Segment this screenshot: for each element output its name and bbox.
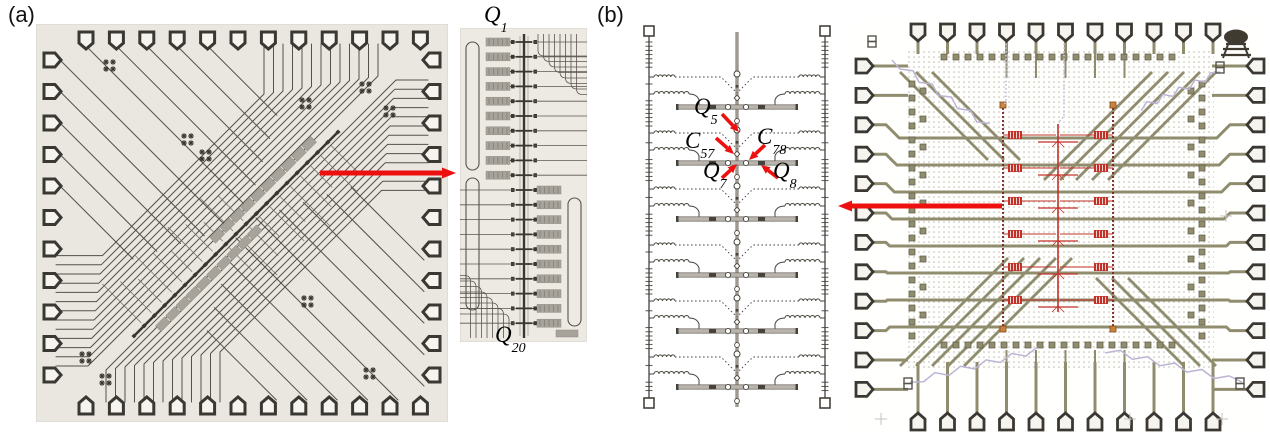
panel-a-chip-photo: [36, 24, 448, 422]
label-c78: C78: [757, 124, 787, 158]
inset-test-structures: [465, 41, 582, 338]
inset-fanout-wires: [460, 34, 587, 338]
label-q5: Q5: [694, 94, 718, 128]
foundry-logo-icon: [1221, 29, 1251, 59]
label-q1: Q1: [484, 2, 508, 36]
airbridge-meanders: [867, 35, 1245, 390]
panel-b-label: (b): [597, 2, 624, 27]
qubit-chain: [102, 129, 359, 339]
inset-qubit-column: [460, 34, 587, 338]
layout-inner-squares: [908, 53, 1206, 349]
panel-a-zoom-inset: [460, 28, 587, 342]
panel-a-label: (a): [8, 2, 35, 27]
label-q7: Q7: [703, 158, 727, 192]
layout-highlighted-chain: [999, 101, 1117, 333]
schematic-rails: [643, 25, 831, 409]
chain-resonators: [155, 136, 317, 332]
panel-b-circuit-schematic: [643, 25, 831, 409]
ground-plane-dots: [906, 50, 1214, 370]
crosshair-marks: [875, 210, 1232, 425]
label-q20: Q20: [495, 322, 526, 356]
schematic-qubit-rows: [649, 70, 825, 404]
photo-wiring-traces: [55, 43, 429, 403]
photo-bond-pads: [42, 30, 442, 416]
layout-bond-pads: [854, 22, 1266, 432]
label-c57: C57: [685, 128, 715, 162]
alignment-marks: [79, 59, 396, 386]
panel-b-chip-layout: [852, 20, 1268, 434]
label-q8: Q8: [773, 158, 797, 192]
